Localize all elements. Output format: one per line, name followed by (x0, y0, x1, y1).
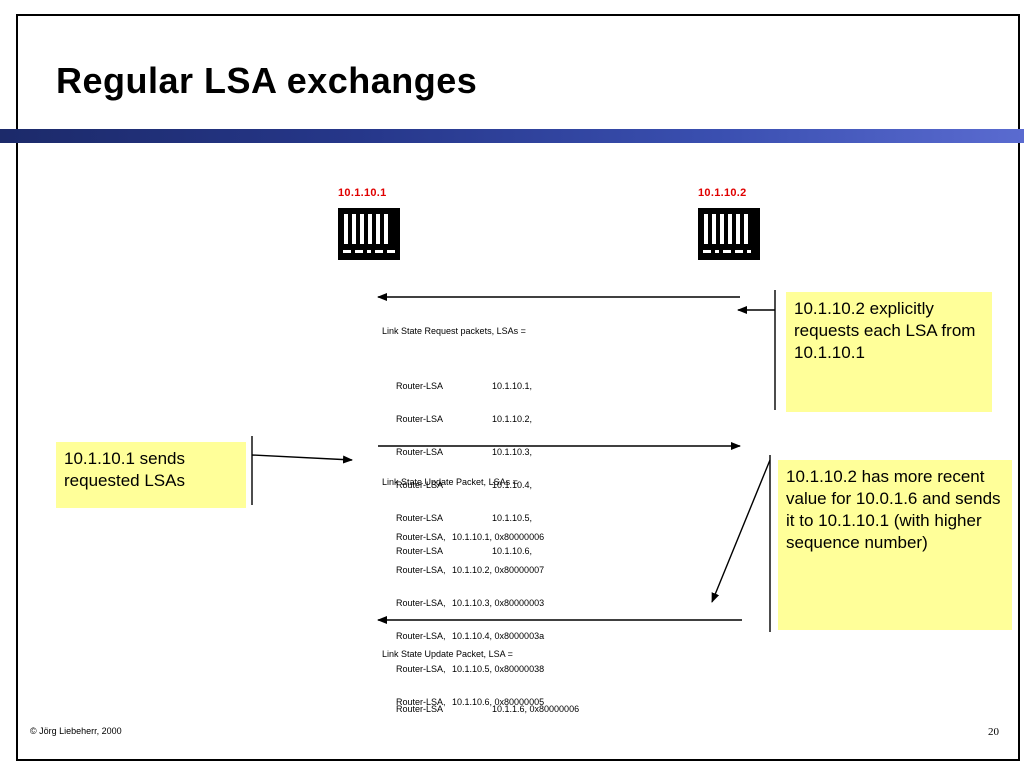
lsa-addr: 10.1.10.2, 0x80000007 (452, 565, 545, 575)
lsa-type: Router-LSA, (396, 697, 446, 707)
router-icon (338, 208, 400, 260)
lsa-type: Router-LSA (396, 381, 444, 391)
callout-send: 10.1.10.1 sends requested LSAs (56, 442, 246, 508)
slide-title: Regular LSA exchanges (56, 60, 478, 101)
router-1-label: 10.1.10.1 (338, 187, 387, 199)
update-packet-2: Link State Update Packet, LSA = Router-L… (382, 627, 579, 748)
lsa-addr: 10.1.10.4, 0x8000003a (452, 631, 545, 641)
callout-request: 10.1.10.2 explicitly requests each LSA f… (786, 292, 992, 412)
lsa-addr: 10.1.1.6, 0x80000006 (492, 704, 580, 714)
lsa-addr: 10.1.10.3, 0x80000003 (452, 598, 545, 608)
title-divider-bar (0, 129, 1024, 143)
lsa-addr: 10.1.10.6, (492, 546, 533, 556)
send-callout-pointer (251, 454, 353, 464)
router-1-graphic (338, 208, 400, 260)
copyright-footer: © Jörg Liebeherr, 2000 (30, 726, 122, 736)
lsa-type: Router-LSA (396, 447, 444, 457)
router-2-label: 10.1.10.2 (698, 187, 747, 199)
lsa-type: Router-LSA, (396, 631, 446, 641)
page-number: 20 (988, 726, 999, 738)
lsa-addr: 10.1.10.1, 0x80000006 (452, 532, 545, 542)
update-packet-1-header: Link State Update Packet, LSAs = (382, 477, 518, 487)
update-packet-1: Link State Update Packet, LSAs = Router-… (382, 455, 544, 741)
lsa-type: Router-LSA, (396, 598, 446, 608)
router-2-graphic (698, 208, 760, 260)
lsa-addr: 10.1.10.1, (492, 381, 533, 391)
update-packet-2-header: Link State Update Packet, LSA = (382, 649, 513, 659)
lsa-type: Router-LSA, (396, 664, 446, 674)
lsa-type: Router-LSA (396, 704, 444, 714)
lsa-addr: 10.1.10.5, (492, 513, 533, 523)
lsa-addr: 10.1.10.3, (492, 447, 533, 457)
request-packet: Link State Request packets, LSAs = Route… (382, 304, 532, 590)
router-icon (698, 208, 760, 260)
callout-update: 10.1.10.2 has more recent value for 10.0… (778, 460, 1012, 630)
lsa-addr: 10.1.10.6, 0x80000005 (452, 697, 545, 707)
lsa-type: Router-LSA (396, 414, 444, 424)
lsa-addr: 10.1.10.2, (492, 414, 533, 424)
update-callout-pointer (711, 459, 771, 603)
lsa-type: Router-LSA (396, 513, 444, 523)
lsa-type: Router-LSA, (396, 532, 446, 542)
lsa-type: Router-LSA (396, 546, 444, 556)
lsa-type: Router-LSA, (396, 565, 446, 575)
request-packet-header: Link State Request packets, LSAs = (382, 326, 526, 336)
lsa-type: Router-LSA (396, 480, 444, 490)
lsa-addr: 10.1.10.4, (492, 480, 533, 490)
lsa-addr: 10.1.10.5, 0x80000038 (452, 664, 545, 674)
